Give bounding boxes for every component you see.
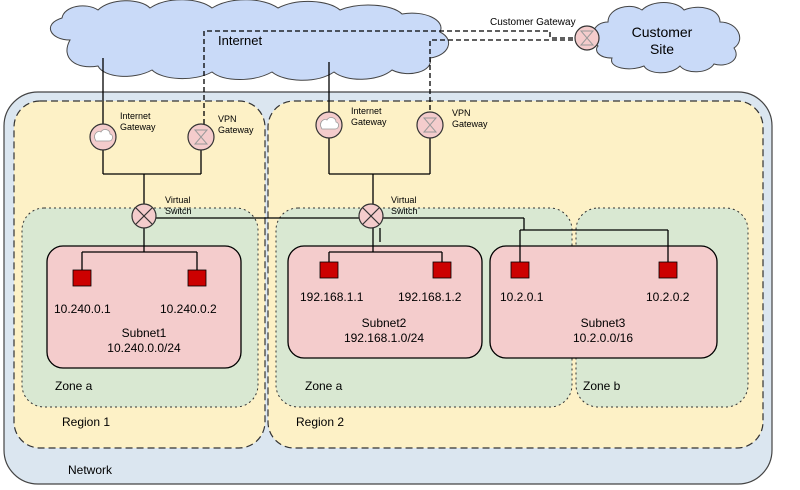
network-links xyxy=(81,58,669,270)
internet-label: Internet xyxy=(218,33,262,48)
network-label: Network xyxy=(68,463,113,477)
customer-site-label-line1: Customer xyxy=(632,24,693,40)
region1-vpn-gateway-label-line2: Gateway xyxy=(218,125,254,135)
subnet1-name: Subnet1 xyxy=(122,326,167,340)
region1-internet-gateway-label-line1: Internet xyxy=(120,111,151,121)
host-10-240-0-2 xyxy=(187,269,207,287)
subnet2-cidr: 192.168.1.0/24 xyxy=(344,331,424,345)
region2-vpn-gateway-label-line1: VPN xyxy=(452,108,471,118)
region1-label: Region 1 xyxy=(62,415,110,429)
region1-internet-gateway-label-line2: Gateway xyxy=(120,122,156,132)
region1-zone-a-label: Zone a xyxy=(55,379,93,393)
host-label: 10.240.0.2 xyxy=(160,302,217,316)
region2-internet-gateway-label-line1: Internet xyxy=(351,106,382,116)
host-label: 192.168.1.1 xyxy=(300,290,364,304)
host-192-168-1-2 xyxy=(432,261,452,279)
region2-zone-b-label: Zone b xyxy=(583,379,621,393)
customer-gateway-icon xyxy=(574,25,600,51)
host-192-168-1-1 xyxy=(319,261,339,279)
region2-label: Region 2 xyxy=(296,415,344,429)
region2-internet-gateway-label-line2: Gateway xyxy=(351,117,387,127)
host-label: 10.2.0.1 xyxy=(500,290,544,304)
subnet3-name: Subnet3 xyxy=(581,316,626,330)
region2-vpn-gateway-icon xyxy=(416,111,444,139)
region1-vpn-gateway-icon xyxy=(187,123,215,151)
region2-internet-gateway-icon xyxy=(315,111,343,139)
subnet2-name: Subnet2 xyxy=(362,316,407,330)
host-10-2-0-2 xyxy=(658,261,678,279)
region2-switch-label-line1: Virtual xyxy=(391,195,416,205)
customer-site-label-line2: Site xyxy=(650,41,674,57)
region1-virtual-switch-icon xyxy=(131,203,157,229)
region2-vpn-gateway-label-line2: Gateway xyxy=(452,119,488,129)
subnet1-cidr: 10.240.0.0/24 xyxy=(107,341,181,355)
region2-switch-label-line2: Switch xyxy=(391,206,418,216)
host-label: 10.240.0.1 xyxy=(54,302,111,316)
host-label: 10.2.0.2 xyxy=(646,290,690,304)
host-10-2-0-1 xyxy=(510,261,530,279)
region1-switch-label-line1: Virtual xyxy=(165,195,190,205)
subnet3-cidr: 10.2.0.0/16 xyxy=(573,331,633,345)
host-label: 192.168.1.2 xyxy=(398,290,462,304)
customer-site-cloud-icon xyxy=(592,2,741,74)
region2-zone-a-label: Zone a xyxy=(305,379,343,393)
region1-vpn-gateway-label-line1: VPN xyxy=(218,114,237,124)
customer-gateway-label: Customer Gateway xyxy=(490,17,576,28)
region1-internet-gateway-icon xyxy=(89,123,117,151)
region1-switch-label-line2: Switch xyxy=(165,206,192,216)
region2-virtual-switch-icon xyxy=(358,203,384,229)
internet-cloud-icon xyxy=(49,0,450,81)
host-10-240-0-1 xyxy=(72,269,92,287)
